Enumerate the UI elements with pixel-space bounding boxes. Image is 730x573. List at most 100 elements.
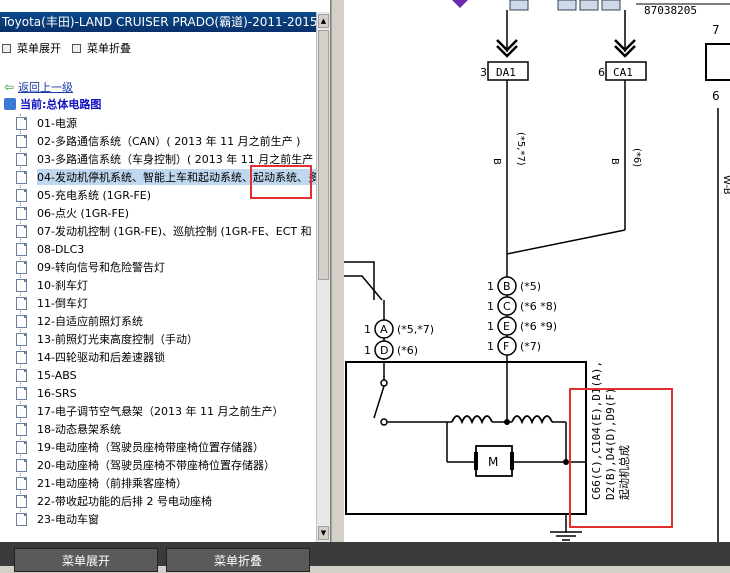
menu-scrollbar[interactable]: ▲ ▼	[316, 12, 330, 542]
document-icon	[16, 224, 27, 238]
document-icon	[16, 206, 27, 220]
document-icon	[16, 170, 27, 184]
wire-b2-note: (*6)	[631, 148, 642, 167]
tree-item-label: 02-多路通信系统（CAN）( 2013 年 11 月之前生产 )	[37, 135, 301, 148]
tree-item[interactable]: 19-电动座椅（驾驶员座椅带座椅位置存储器）	[16, 438, 316, 456]
back-link[interactable]: ⇦ 返回上一级	[4, 79, 73, 95]
tree-item[interactable]: 23-电动车窗	[16, 510, 316, 528]
back-link-label[interactable]: 返回上一级	[18, 81, 74, 94]
highlight-box-diagram	[569, 388, 673, 528]
assembly-connectors-1: C66(C),C104(E),D1(A),	[590, 361, 603, 500]
top-strip	[0, 0, 316, 12]
document-icon	[16, 188, 27, 202]
collapse-menu-control[interactable]: 菜单折叠	[72, 40, 131, 56]
vehicle-title: Toyota(丰田)-LAND CRUISER PRADO(霸道)-2011-2…	[0, 12, 318, 32]
wire-b2: B	[609, 158, 620, 165]
tree-item-label: 17-电子调节空气悬架（2013 年 11 月之前生产）	[37, 405, 284, 418]
da1-label: DA1	[496, 66, 516, 79]
pin-number: 1	[487, 320, 494, 333]
tree-item-label: 05-充电系统 (1GR-FE)	[37, 189, 152, 202]
tree-item[interactable]: 16-SRS	[16, 384, 316, 402]
back-arrow-icon: ⇦	[4, 80, 15, 94]
document-icon	[16, 404, 27, 418]
pin-letter: E	[503, 320, 510, 333]
tree-item-label: 04-发动机停机系统、智能上车和起动系统、起动系统、多	[37, 169, 316, 185]
tree-item[interactable]: 10-刹车灯	[16, 276, 316, 294]
document-icon	[16, 422, 27, 436]
pin-note: (*6 *9)	[520, 320, 557, 333]
da1-pin: 3	[480, 66, 487, 79]
tree-item-label: 15-ABS	[37, 368, 77, 382]
bottom-expand-button[interactable]: 菜单展开	[14, 548, 158, 572]
toolbar-button-2[interactable]	[557, 0, 577, 11]
expand-menu-control[interactable]: 菜单展开	[2, 40, 61, 56]
tree-item[interactable]: 11-倒车灯	[16, 294, 316, 312]
tree-item[interactable]: 01-电源	[16, 114, 316, 132]
menu-tree: 01-电源 02-多路通信系统（CAN）( 2013 年 11 月之前生产 ) 03…	[16, 114, 316, 528]
tree-item[interactable]: 13-前照灯光束高度控制（手动）	[16, 330, 316, 348]
tree-item-label: 13-前照灯光束高度控制（手动）	[37, 333, 198, 346]
tree-item[interactable]: 17-电子调节空气悬架（2013 年 11 月之前生产）	[16, 402, 316, 420]
document-icon	[16, 116, 27, 130]
pin-number: 1	[487, 340, 494, 353]
tree-item[interactable]: 20-电动座椅（驾驶员座椅不带座椅位置存储器）	[16, 456, 316, 474]
tree-item-label: 12-自适应前照灯系统	[37, 315, 143, 328]
tree-item-label: 22-带收起功能的后排 2 号电动座椅	[37, 495, 212, 508]
document-icon	[16, 368, 27, 382]
pane-splitter[interactable]	[331, 0, 345, 542]
right-num-mid: 6	[712, 89, 720, 103]
tree-item[interactable]: 07-发动机控制 (1GR-FE)、巡航控制 (1GR-FE、ECT 和	[16, 222, 316, 240]
pin-number: 1	[487, 300, 494, 313]
diagram-code: 87038205	[644, 4, 697, 17]
document-icon	[16, 242, 27, 256]
expand-icon	[2, 43, 11, 53]
tree-item[interactable]: 22-带收起功能的后排 2 号电动座椅	[16, 492, 316, 510]
tree-item-label: 06-点火 (1GR-FE)	[37, 207, 130, 220]
tree-item[interactable]: 08-DLC3	[16, 240, 316, 258]
scroll-up-icon[interactable]: ▲	[318, 14, 329, 28]
toolbar-button-4[interactable]	[601, 0, 621, 11]
bottom-collapse-button[interactable]: 菜单折叠	[166, 548, 310, 572]
document-icon	[16, 296, 27, 310]
scroll-thumb[interactable]	[318, 30, 329, 280]
tree-item[interactable]: 03-多路通信系统（车身控制）( 2013 年 11 月之前生产	[16, 150, 316, 168]
document-icon	[16, 476, 27, 490]
tree-item[interactable]: 04-发动机停机系统、智能上车和起动系统、起动系统、多	[16, 168, 316, 186]
pin-note: (*5,*7)	[397, 323, 434, 336]
document-icon	[16, 134, 27, 148]
wire-b1: B	[491, 158, 502, 165]
document-icon	[16, 152, 27, 166]
tree-item[interactable]: 15-ABS	[16, 366, 316, 384]
tree-item[interactable]: 14-四轮驱动和后差速器锁	[16, 348, 316, 366]
tree-item[interactable]: 09-转向信号和危险警告灯	[16, 258, 316, 276]
pin-note: (*5)	[520, 280, 541, 293]
tree-item-label: 11-倒车灯	[37, 297, 88, 310]
toolbar-button-1[interactable]	[509, 0, 529, 11]
collapse-icon	[72, 43, 81, 53]
pin-letter: C	[503, 300, 511, 313]
scroll-down-icon[interactable]: ▼	[318, 526, 329, 540]
tree-item[interactable]: 12-自适应前照灯系统	[16, 312, 316, 330]
menu-pane: Toyota(丰田)-LAND CRUISER PRADO(霸道)-2011-2…	[0, 0, 331, 542]
folder-icon	[4, 98, 16, 110]
tree-item[interactable]: 21-电动座椅（前排乘客座椅）	[16, 474, 316, 492]
toolbar-button-3[interactable]	[579, 0, 599, 11]
assembly-name: 起动机总成	[617, 445, 631, 500]
pin-number: 1	[487, 280, 494, 293]
toolbar-arrow-icon[interactable]	[452, 0, 468, 8]
pin-letter: A	[380, 323, 388, 336]
tree-item[interactable]: 06-点火 (1GR-FE)	[16, 204, 316, 222]
highlight-box-menu	[250, 165, 312, 199]
document-icon	[16, 458, 27, 472]
tree-item[interactable]: 05-充电系统 (1GR-FE)	[16, 186, 316, 204]
current-node-label: 当前:总体电路图	[20, 98, 102, 111]
tree-item[interactable]: 02-多路通信系统（CAN）( 2013 年 11 月之前生产 )	[16, 132, 316, 150]
tree-item[interactable]: 18-动态悬架系统	[16, 420, 316, 438]
collapse-label: 菜单折叠	[87, 42, 131, 55]
pin-letter: D	[380, 344, 388, 357]
